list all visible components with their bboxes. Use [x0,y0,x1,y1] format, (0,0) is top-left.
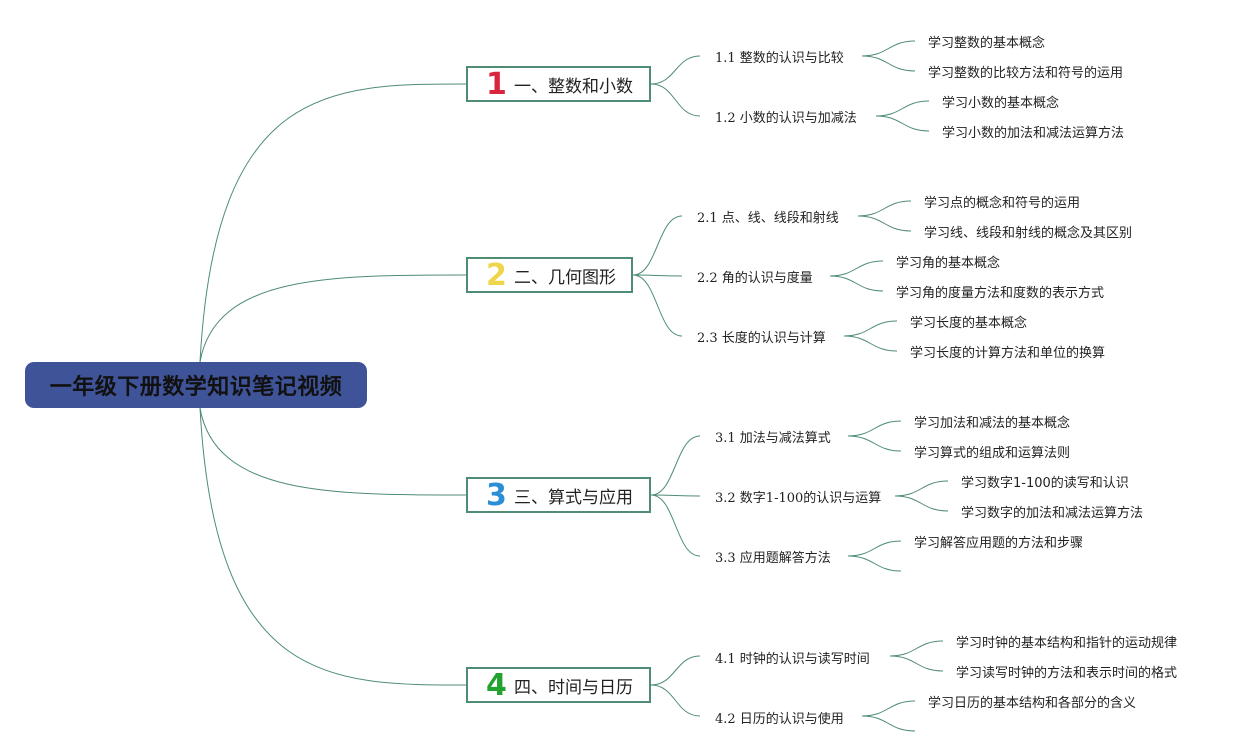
leaf-connector [857,215,912,232]
leaf-point[interactable]: 学习读写时钟的方法和表示时间的格式 [956,666,1178,681]
chapter-number: 1 [486,67,507,102]
leaf-connector [847,555,902,572]
leaf-point[interactable]: 学习角的度量方法和度数的表示方式 [896,286,1105,301]
leaf-connector [857,200,912,217]
section-2-2[interactable]: 2.2 角的认识与度量 [697,271,813,286]
leaf-connector [889,655,944,672]
root-connector [199,407,467,686]
chapter-connector [632,215,683,276]
root-topic[interactable]: 一年级下册数学知识笔记视频 [25,362,367,408]
section-4-1[interactable]: 4.1 时钟的认识与读写时间 [715,652,870,667]
leaf-point[interactable]: 学习数字的加法和减法运算方法 [961,506,1144,521]
section-1-1[interactable]: 1.1 整数的认识与比较 [715,51,844,66]
section-4-2[interactable]: 4.2 日历的认识与使用 [715,712,844,727]
chapter-number: 2 [486,258,507,293]
leaf-connector [894,495,949,512]
leaf-point[interactable]: 学习数字1-100的读写和认识 [961,476,1129,491]
chapter-connector [650,83,701,117]
leaf-point[interactable]: 学习长度的计算方法和单位的换算 [910,346,1106,361]
chapter-label: 三、算式与应用 [514,487,633,508]
leaf-connector [843,320,898,337]
leaf-point[interactable]: 学习加法和减法的基本概念 [914,416,1071,431]
leaf-connector [861,55,916,72]
leaf-point[interactable]: 学习小数的基本概念 [942,96,1060,111]
leaf-connector [847,435,902,452]
leaf-point[interactable]: 学习长度的基本概念 [910,316,1028,331]
section-3-2[interactable]: 3.2 数字1-100的认识与运算 [715,491,882,506]
chapter-label: 四、时间与日历 [514,677,633,698]
section-3-3[interactable]: 3.3 应用题解答方法 [715,551,831,566]
root-connector [199,407,467,496]
section-2-3[interactable]: 2.3 长度的认识与计算 [697,331,826,346]
chapter-connector [650,494,701,497]
leaf-connector [861,40,916,57]
root-title: 一年级下册数学知识笔记视频 [49,375,343,400]
leaf-point[interactable]: 学习时钟的基本结构和指针的运动规律 [956,636,1178,651]
chapter-label: 一、整数和小数 [514,76,633,97]
root-connector [199,274,467,363]
leaf-connector [861,715,916,732]
chapter-connector [650,494,701,557]
leaf-point[interactable]: 学习小数的加法和减法运算方法 [942,126,1125,141]
leaf-connector [847,420,902,437]
section-1-2[interactable]: 1.2 小数的认识与加减法 [715,111,857,126]
leaf-point[interactable]: 学习算式的组成和运算法则 [914,446,1071,461]
section-3-1[interactable]: 3.1 加法与减法算式 [715,431,831,446]
leaf-connector [875,115,930,132]
leaf-point[interactable]: 学习角的基本概念 [896,256,1001,271]
leaf-connector [829,275,884,292]
leaf-point[interactable]: 学习解答应用题的方法和步骤 [914,536,1084,551]
leaf-point[interactable]: 学习整数的比较方法和符号的运用 [928,66,1124,81]
leaf-connector [847,540,902,557]
leaf-point[interactable]: 学习点的概念和符号的运用 [924,196,1081,211]
chapter-label: 二、几何图形 [514,267,616,288]
chapter-connector [650,435,701,496]
leaf-point[interactable]: 学习线、线段和射线的概念及其区别 [924,226,1133,241]
chapter-3-node[interactable]: 3 三、算式与应用 [466,477,651,513]
chapter-connector [632,274,683,337]
chapter-connector [650,55,701,85]
root-connector [199,83,467,363]
leaf-connector [861,700,916,717]
chapter-connector [650,655,701,686]
chapter-number: 3 [486,478,507,513]
leaf-point[interactable]: 学习整数的基本概念 [928,36,1046,51]
section-2-1[interactable]: 2.1 点、线、线段和射线 [697,211,839,226]
leaf-connector [894,480,949,497]
leaf-point[interactable]: 学习日历的基本结构和各部分的含义 [928,696,1137,711]
chapter-connector [650,684,701,717]
chapter-1-node[interactable]: 1 一、整数和小数 [466,66,651,102]
chapter-number: 4 [486,668,507,703]
chapter-2-node[interactable]: 2 二、几何图形 [466,257,633,293]
leaf-connector [829,260,884,277]
leaf-connector [889,640,944,657]
chapter-4-node[interactable]: 4 四、时间与日历 [466,667,651,703]
leaf-connector [875,100,930,117]
leaf-connector [843,335,898,352]
chapter-connector [632,274,683,277]
